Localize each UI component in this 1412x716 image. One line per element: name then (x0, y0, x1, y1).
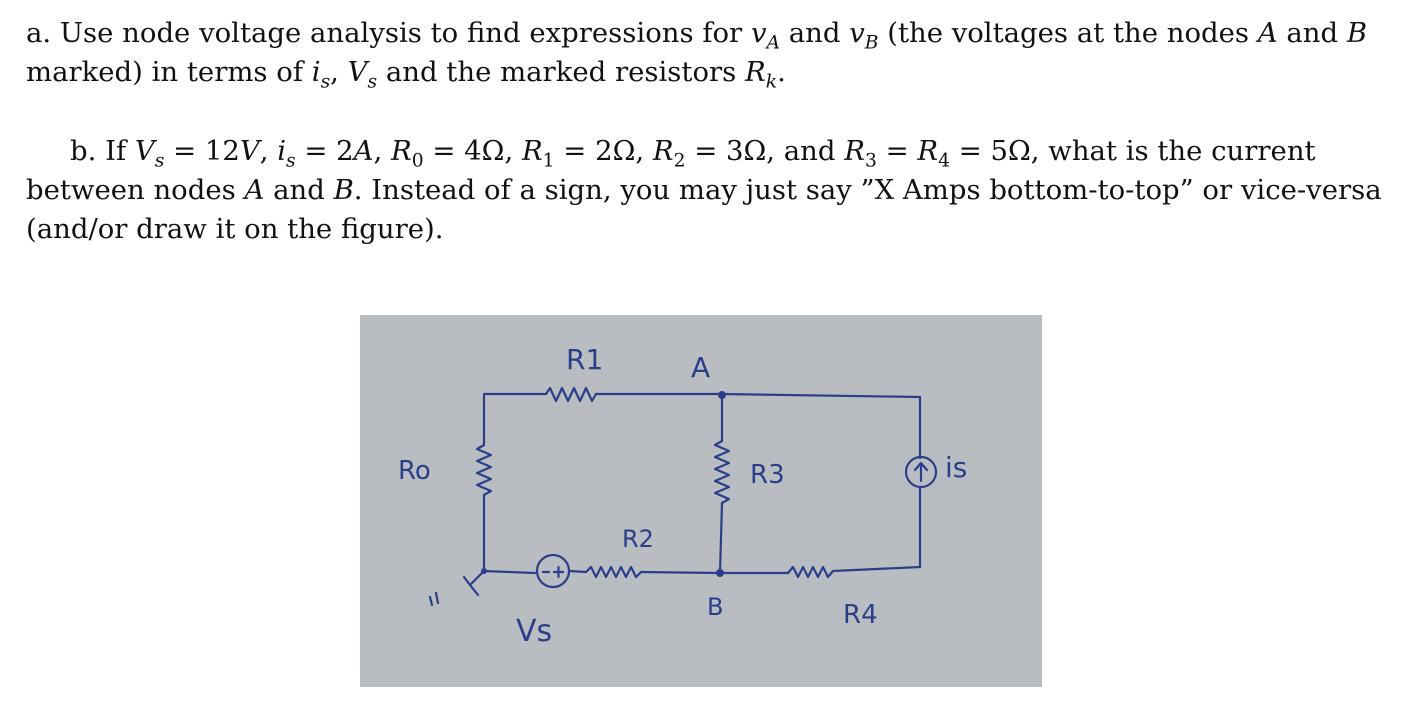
question-part-b: b. If Vs = 12V, is = 2A, R0 = 4Ω, R1 = 2… (26, 132, 1396, 249)
top-wire (594, 392, 922, 460)
vs-label: Vs (516, 614, 552, 649)
is-label: is (945, 451, 967, 484)
right-wire-bottom (831, 485, 922, 573)
ground-node-dot (481, 568, 487, 574)
r2-resistor (584, 565, 643, 579)
is-source-circle (904, 455, 938, 489)
r1-resistor (544, 386, 598, 403)
r4-label: R4 (843, 600, 878, 630)
paper-background (360, 315, 1042, 687)
part-b-line-3: (and/or draw it on the figure). (26, 213, 444, 245)
question-part-a: a. Use node voltage analysis to find exp… (26, 14, 1396, 92)
vs-to-r2-wire (567, 569, 588, 574)
vs-polarity-signs (541, 565, 565, 579)
ground-symbol (462, 569, 486, 597)
part-a-line-1: a. Use node voltage analysis to find exp… (26, 17, 1368, 54)
r1-label: R1 (566, 343, 603, 376)
node-b-dot (716, 569, 724, 577)
part-b-line-1: b. If Vs = 12V, is = 2A, R0 = 4Ω, R1 = 2… (70, 135, 1316, 172)
r3-to-b-wire (718, 501, 724, 575)
node-a-label: A (691, 351, 710, 384)
node-b-label: B (707, 593, 723, 621)
part-a-line-2: marked) in terms of is, Vs and the marke… (26, 56, 786, 93)
is-arrow (913, 461, 929, 483)
ground-marks (428, 591, 440, 607)
circuit-sketch: R1 A Ro R3 is R2 B R4 Vs (360, 315, 1042, 687)
top-left-wire (482, 392, 548, 401)
node-a-dot (718, 391, 726, 399)
r0-label: Ro (398, 456, 431, 486)
r0-resistor (475, 443, 493, 497)
r3-resistor (713, 439, 731, 505)
part-b-line-2: between nodes A and B. Instead of a sign… (26, 174, 1382, 206)
r2-label: R2 (622, 525, 654, 553)
circuit-figure: R1 A Ro R3 is R2 B R4 Vs (360, 315, 1042, 687)
r4-resistor (786, 565, 835, 579)
r3-label: R3 (750, 460, 785, 490)
r2-to-b-wire (639, 570, 720, 575)
